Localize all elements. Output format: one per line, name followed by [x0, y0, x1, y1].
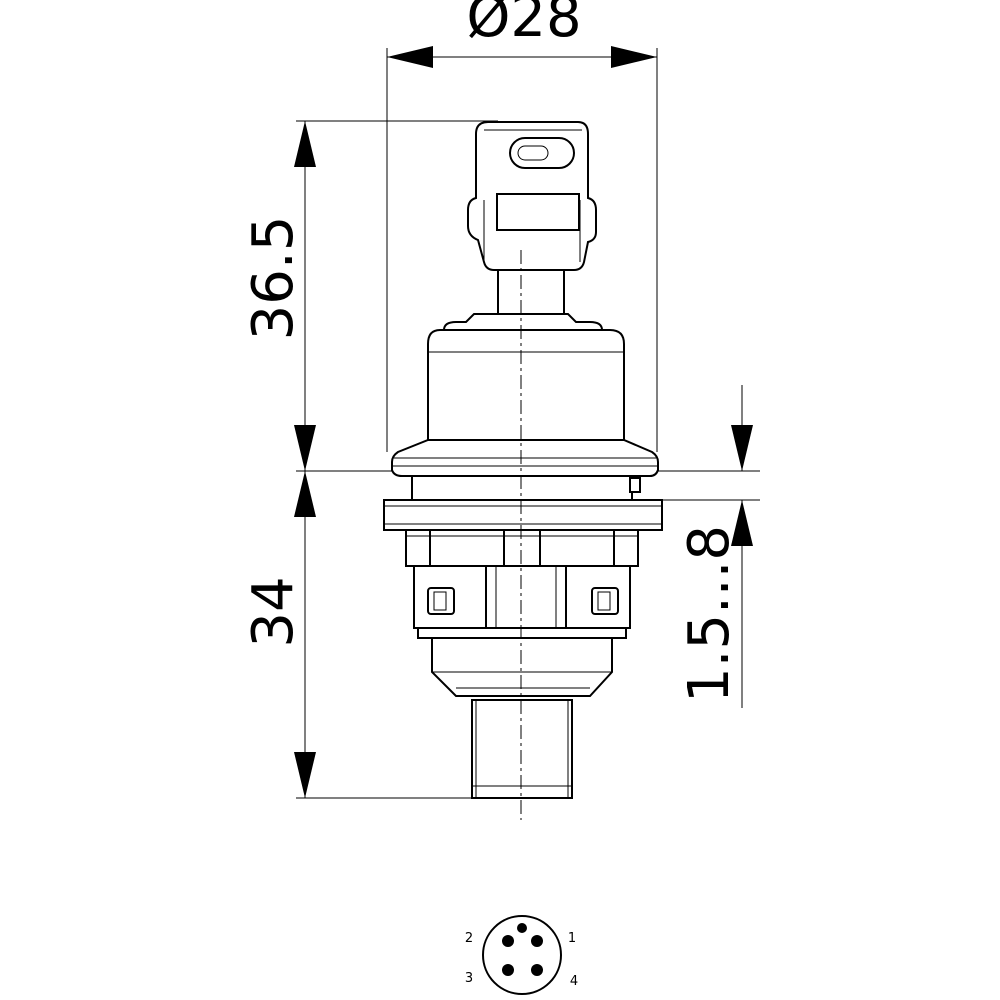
pin-label-4: 4 — [570, 974, 578, 989]
panel-range-label: 1.5...8 — [677, 525, 742, 703]
pin-4 — [531, 964, 543, 976]
panel-range-dimension: 1.5...8 — [636, 385, 760, 708]
height-top-dimension: 36.5 — [241, 120, 760, 472]
pin-label-2: 2 — [465, 931, 473, 946]
height-bottom-dimension: 34 — [241, 471, 476, 799]
key-switch-body — [383, 121, 663, 820]
pin-3 — [502, 964, 514, 976]
height-top-label: 36.5 — [241, 216, 306, 341]
key-icon — [467, 121, 597, 271]
pin-label-3: 3 — [465, 971, 473, 986]
diameter-dimension: Ø28 — [386, 0, 658, 452]
pin-1 — [531, 935, 543, 947]
center-pin — [517, 923, 527, 933]
diameter-label: Ø28 — [466, 0, 581, 50]
height-bottom-label: 34 — [241, 576, 306, 647]
connector-pinout: 1 2 3 4 — [465, 915, 578, 995]
pin-label-1: 1 — [568, 931, 576, 946]
pin-2 — [502, 935, 514, 947]
